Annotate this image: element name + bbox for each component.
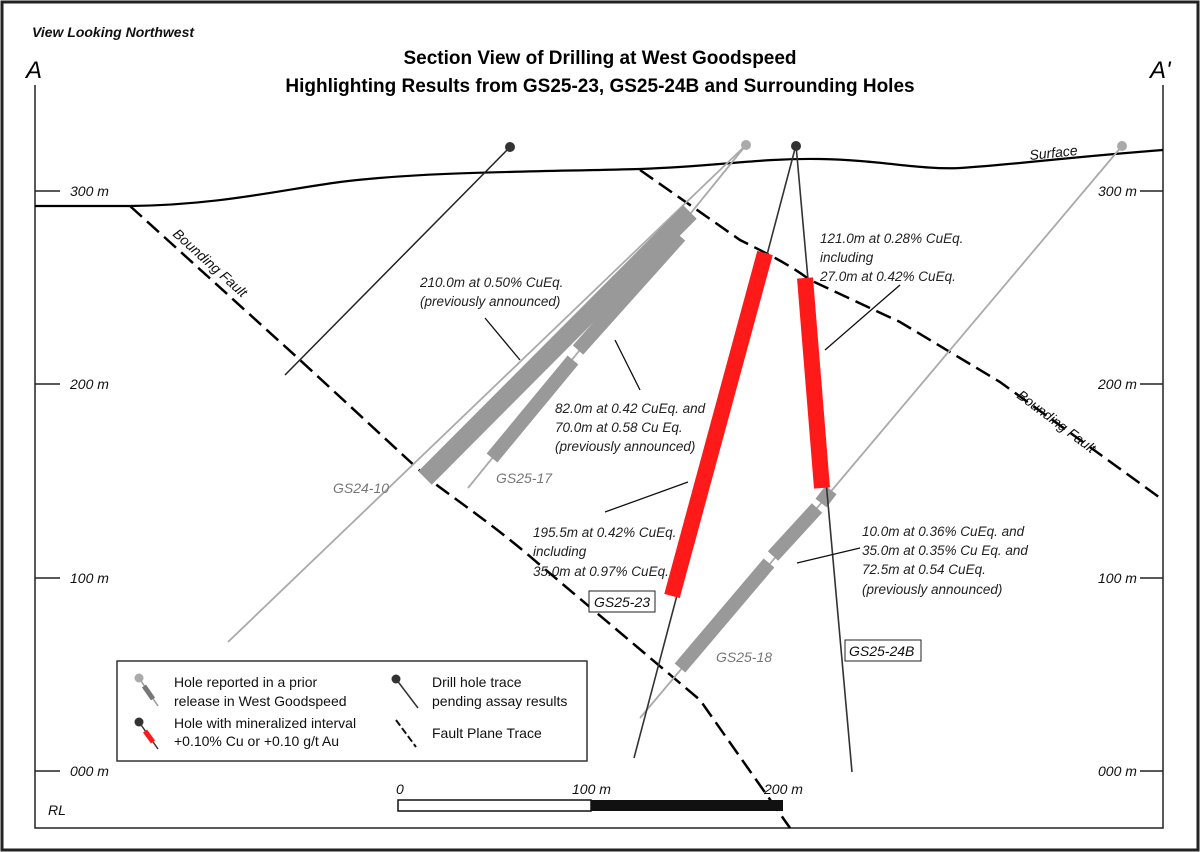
gs25-24b-label-box bbox=[844, 639, 922, 662]
legend-mineralized-1: Hole with mineralized interval bbox=[174, 715, 356, 731]
pending-hole-collar bbox=[505, 142, 515, 152]
legend-fault-icon bbox=[395, 719, 417, 748]
annotation-gs25-18-2: 35.0m at 0.35% Cu Eq. and bbox=[862, 543, 1028, 558]
legend-pending-2: pending assay results bbox=[432, 693, 567, 709]
title-line1: Section View of Drilling at West Goodspe… bbox=[403, 48, 796, 69]
gs25-17-interval-1 bbox=[572, 231, 686, 355]
gs25-18-interval-3 bbox=[674, 558, 775, 673]
elev-100-right: 100 m bbox=[1098, 570, 1137, 586]
title-line2: Highlighting Results from GS25-23, GS25-… bbox=[285, 76, 914, 97]
rl-label: RL bbox=[48, 802, 66, 818]
elev-200-right: 200 m bbox=[1097, 376, 1137, 392]
annotation-gs25-23-1: 195.5m at 0.42% CuEq. bbox=[533, 525, 676, 540]
annotation-gs25-17-3: (previously announced) bbox=[555, 439, 695, 454]
gs25-17-label: GS25-17 bbox=[496, 470, 553, 486]
legend: Hole reported in a prior release in West… bbox=[116, 660, 588, 762]
gs25-23-interval bbox=[664, 250, 773, 599]
scale-0: 0 bbox=[396, 781, 404, 797]
gs24-10-interval bbox=[418, 205, 697, 485]
gs24-10-trace bbox=[227, 144, 747, 643]
legend-prior-icon bbox=[134, 673, 159, 707]
section-start-label: A bbox=[24, 57, 42, 84]
annotation-gs25-23-3: 35.0m at 0.97% CuEq. bbox=[533, 564, 669, 579]
scale-100: 100 m bbox=[572, 781, 611, 797]
annotation-gs25-18-3: 72.5m at 0.54 CuEq. bbox=[862, 562, 986, 577]
legend-pending-1: Drill hole trace bbox=[432, 674, 522, 690]
legend-mineralized-icon bbox=[134, 717, 159, 750]
legend-prior-2: release in West Goodspeed bbox=[174, 693, 347, 709]
legend-prior-1: Hole reported in a prior bbox=[174, 674, 318, 690]
scale-bar: 0 100 m 200 m bbox=[396, 781, 803, 812]
annotation-gs25-24b-1: 121.0m at 0.28% CuEq. bbox=[820, 231, 963, 246]
surface-line bbox=[35, 148, 1164, 208]
surface-label: Surface bbox=[1029, 142, 1079, 163]
elev-000-left: 000 m bbox=[70, 763, 109, 779]
gs25-23-label-box bbox=[588, 590, 656, 613]
section-frame bbox=[34, 85, 1164, 829]
annotation-gs25-18-4: (previously announced) bbox=[862, 582, 1002, 597]
annotation-gs25-24b-2: including bbox=[820, 250, 874, 265]
annotation-leaders bbox=[484, 284, 901, 564]
elev-200-left: 200 m bbox=[69, 376, 109, 392]
scale-200: 200 m bbox=[763, 781, 803, 797]
fault-trace-right bbox=[639, 168, 1164, 502]
annotation-gs24-10-1: 210.0m at 0.50% CuEq. bbox=[419, 275, 563, 290]
annotation-gs25-17-1: 82.0m at 0.42 CuEq. and bbox=[555, 401, 706, 416]
annotation-gs25-17-2: 70.0m at 0.58 Cu Eq. bbox=[555, 420, 683, 435]
elev-300-left: 300 m bbox=[70, 183, 109, 199]
legend-pending-icon bbox=[391, 674, 419, 709]
annotation-gs25-23-2: including bbox=[533, 544, 587, 559]
gs24-10-label: GS24-10 bbox=[333, 480, 389, 496]
legend-mineralized-2: +0.10% Cu or +0.10 g/t Au bbox=[174, 733, 339, 749]
section-end-label: A' bbox=[1148, 57, 1172, 84]
annotation-gs25-18-1: 10.0m at 0.36% CuEq. and bbox=[862, 524, 1025, 539]
gs25-23-collar bbox=[791, 141, 801, 151]
elev-000-right: 000 m bbox=[1098, 763, 1137, 779]
elev-300-right: 300 m bbox=[1098, 183, 1137, 199]
gs25-24b-label: GS25-24B bbox=[849, 643, 914, 659]
gs25-18-interval-2 bbox=[767, 503, 823, 561]
pending-hole-trace bbox=[284, 146, 511, 376]
annotation-gs25-24b-3: 27.0m at 0.42% CuEq. bbox=[819, 269, 956, 284]
legend-fault: Fault Plane Trace bbox=[432, 725, 542, 741]
gs25-18-label: GS25-18 bbox=[716, 649, 772, 665]
gs24-10-collar bbox=[741, 140, 751, 150]
gs25-23-label: GS25-23 bbox=[594, 594, 650, 610]
elev-100-left: 100 m bbox=[70, 570, 109, 586]
gs25-18-collar bbox=[1117, 141, 1127, 151]
view-label: View Looking Northwest bbox=[32, 24, 195, 40]
annotation-gs24-10-2: (previously announced) bbox=[420, 294, 560, 309]
gs25-18-interval-1 bbox=[815, 485, 837, 508]
gs25-24b-interval bbox=[797, 277, 830, 489]
gs25-17-interval-2 bbox=[486, 355, 579, 463]
